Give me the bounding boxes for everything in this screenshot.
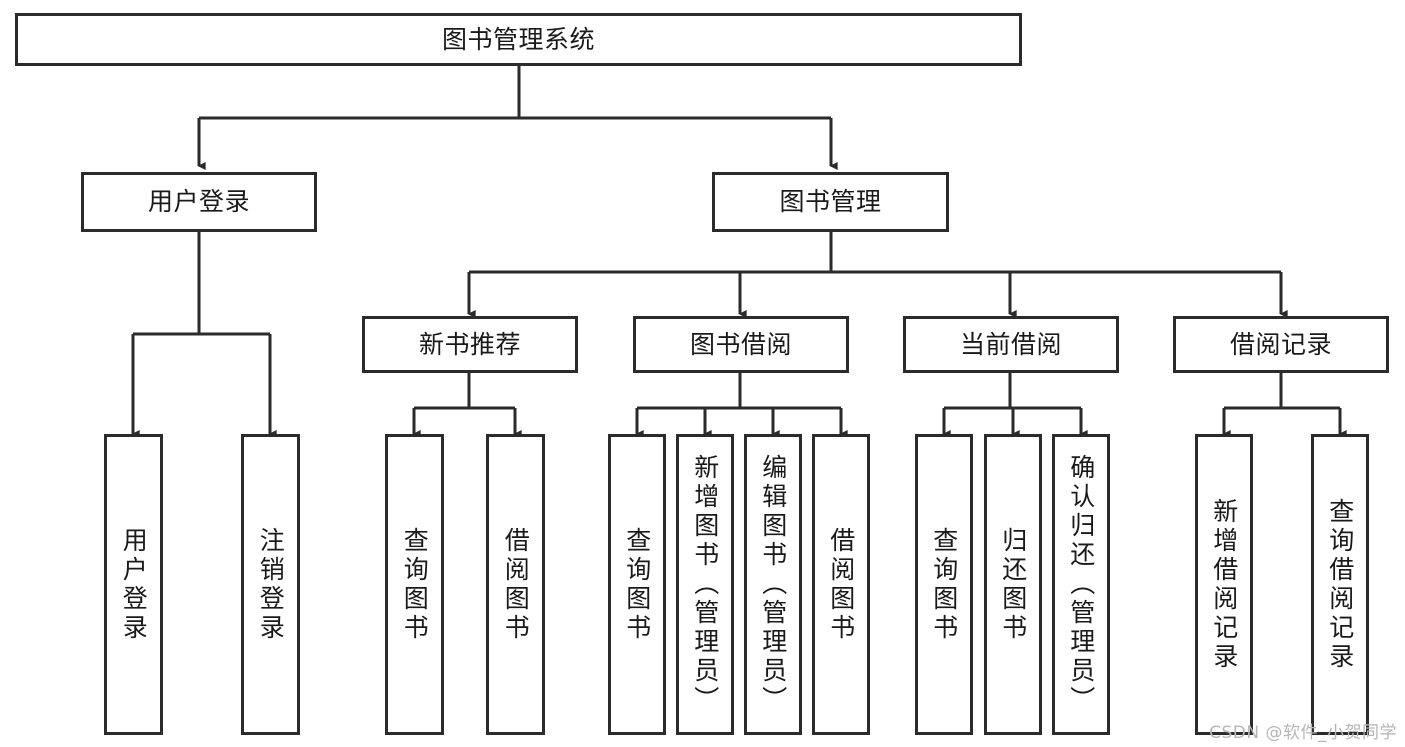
- leaf-new-book-query[interactable]: 查询图书: [385, 434, 444, 735]
- node-current-borrow[interactable]: 当前借阅: [903, 316, 1119, 373]
- leaf-current-borrow-confirm[interactable]: 确认归还（管理员）: [1052, 434, 1110, 735]
- leaf-current-borrow-query-label: 查询图书: [929, 526, 959, 643]
- leaf-book-borrow-borrow[interactable]: 借阅图书: [812, 434, 870, 735]
- leaf-book-borrow-borrow-label: 借阅图书: [826, 526, 856, 643]
- leaf-borrow-record-add-label: 新增借阅记录: [1209, 497, 1239, 672]
- node-user-login-label: 用户登录: [147, 187, 250, 216]
- leaf-new-book-query-label: 查询图书: [400, 526, 430, 643]
- leaf-borrow-record-query-label: 查询借阅记录: [1325, 497, 1355, 672]
- node-current-borrow-label: 当前借阅: [959, 329, 1062, 359]
- leaf-user-login-login[interactable]: 用户登录: [104, 434, 163, 735]
- leaf-user-login-logout-label: 注销登录: [256, 526, 286, 643]
- leaf-user-login-login-label: 用户登录: [119, 526, 149, 643]
- leaf-current-borrow-return[interactable]: 归还图书: [984, 434, 1042, 735]
- leaf-borrow-record-query[interactable]: 查询借阅记录: [1311, 434, 1369, 735]
- node-root-label: 图书管理系统: [441, 24, 595, 54]
- node-user-login[interactable]: 用户登录: [81, 172, 317, 232]
- node-book-borrow-label: 图书借阅: [689, 329, 792, 359]
- node-book-manage-label: 图书管理: [779, 187, 882, 216]
- leaf-book-borrow-edit[interactable]: 编辑图书（管理员）: [744, 434, 802, 735]
- leaf-book-borrow-query-label: 查询图书: [622, 526, 652, 643]
- leaf-current-borrow-query[interactable]: 查询图书: [915, 434, 973, 735]
- leaf-book-borrow-edit-label: 编辑图书（管理员）: [758, 454, 788, 715]
- leaf-user-login-logout[interactable]: 注销登录: [241, 434, 300, 735]
- node-borrow-record-label: 借阅记录: [1229, 329, 1332, 359]
- leaf-current-borrow-return-label: 归还图书: [998, 526, 1028, 643]
- node-new-book-recommend[interactable]: 新书推荐: [362, 316, 578, 373]
- leaf-new-book-borrow[interactable]: 借阅图书: [486, 434, 545, 735]
- node-new-book-recommend-label: 新书推荐: [418, 329, 521, 359]
- node-book-borrow[interactable]: 图书借阅: [633, 316, 849, 373]
- node-book-manage[interactable]: 图书管理: [712, 172, 949, 232]
- node-borrow-record[interactable]: 借阅记录: [1173, 316, 1389, 373]
- leaf-current-borrow-confirm-label: 确认归还（管理员）: [1066, 454, 1096, 715]
- leaf-borrow-record-add[interactable]: 新增借阅记录: [1195, 434, 1253, 735]
- leaf-book-borrow-query[interactable]: 查询图书: [608, 434, 666, 735]
- leaf-book-borrow-add[interactable]: 新增图书（管理员）: [676, 434, 734, 735]
- leaf-book-borrow-add-label: 新增图书（管理员）: [690, 454, 720, 715]
- leaf-new-book-borrow-label: 借阅图书: [501, 526, 531, 643]
- node-root[interactable]: 图书管理系统: [15, 13, 1022, 66]
